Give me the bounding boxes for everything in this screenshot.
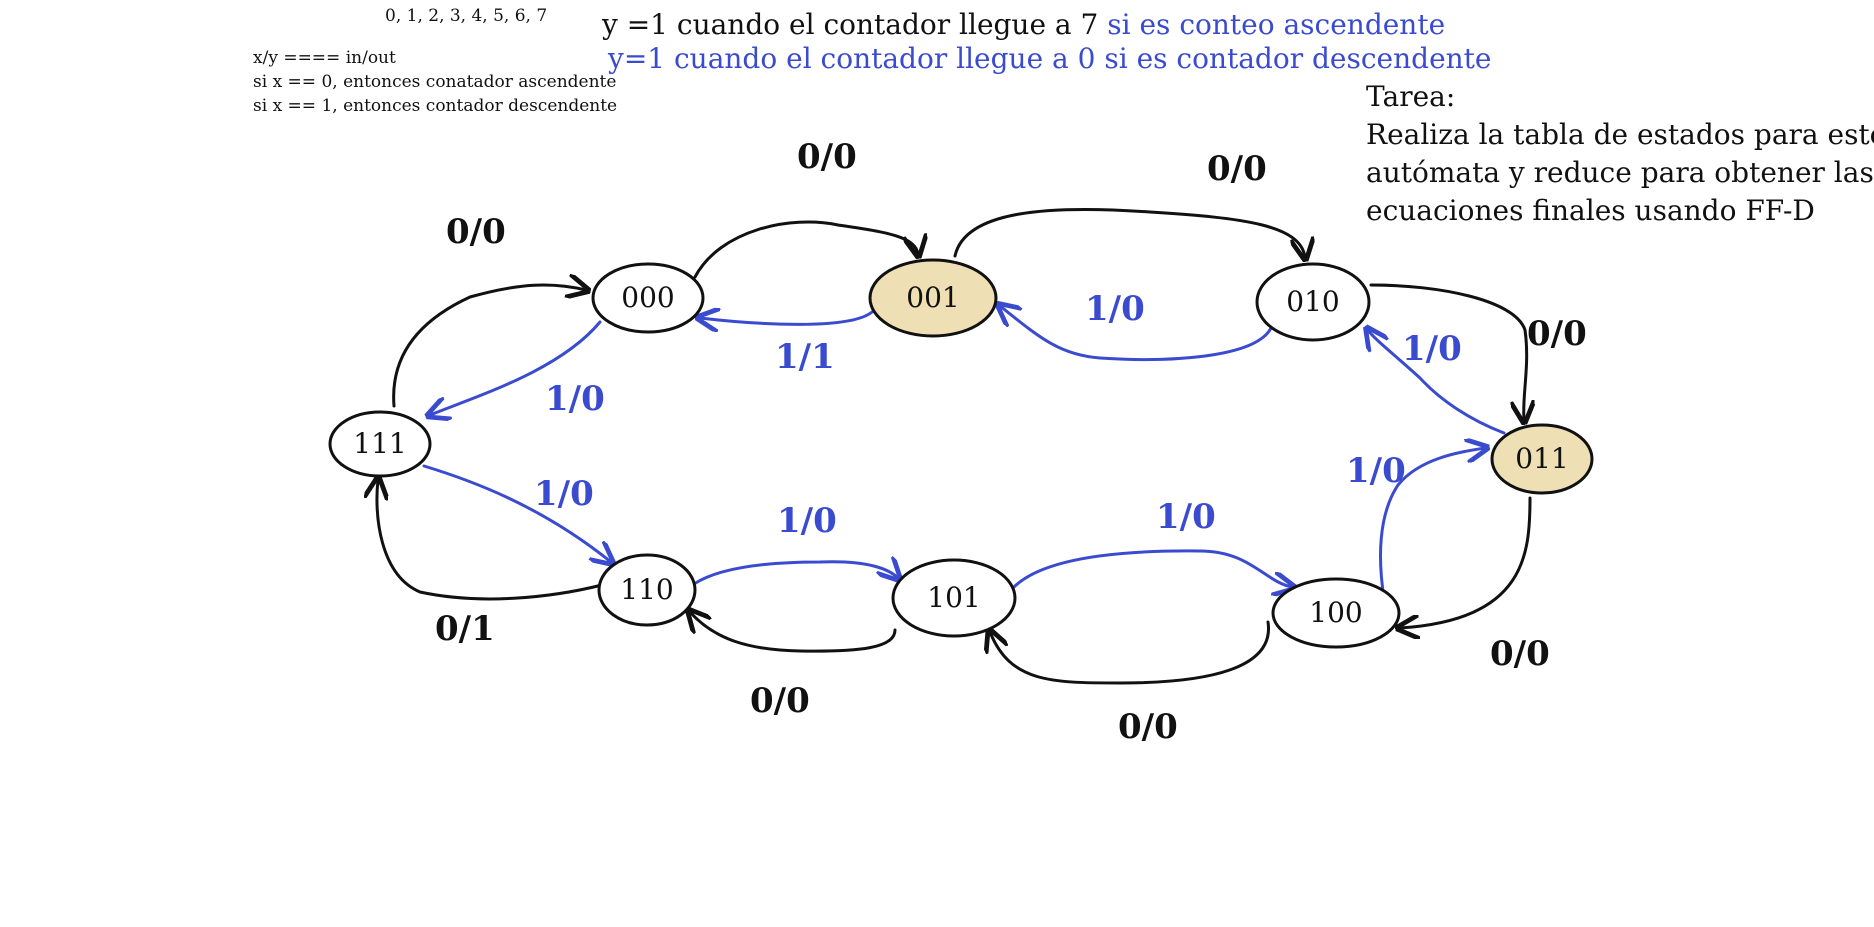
task-block: Tarea: Realiza la tabla de estados para … bbox=[1366, 78, 1874, 230]
label-100-101: 0/0 bbox=[1118, 707, 1178, 747]
label-011-010: 1/0 bbox=[1402, 329, 1462, 369]
task-line1: Realiza la tabla de estados para este bbox=[1366, 118, 1874, 151]
label-101-110: 0/0 bbox=[750, 681, 810, 721]
label-000-111: 1/0 bbox=[545, 379, 605, 419]
headline-line1-blue: si es conteo ascendente bbox=[1107, 8, 1446, 41]
state-111: 111 bbox=[328, 410, 432, 478]
state-000-label: 000 bbox=[621, 281, 674, 314]
state-001-label: 001 bbox=[906, 281, 959, 314]
descending-rule-note: si x == 1, entonces contador descendente bbox=[253, 96, 618, 116]
label-000-001: 0/0 bbox=[797, 137, 857, 177]
state-100: 100 bbox=[1271, 577, 1401, 649]
edge-001-010 bbox=[953, 207, 1305, 257]
label-011-100: 0/0 bbox=[1490, 634, 1550, 674]
label-001-010: 0/0 bbox=[1207, 149, 1267, 189]
headline-line2: y=1 cuando el contador llegue a 0 si es … bbox=[608, 42, 1492, 75]
task-line2: autómata y reduce para obtener las bbox=[1366, 156, 1874, 189]
edge-111-110 bbox=[422, 464, 611, 562]
label-110-111: 0/1 bbox=[435, 609, 495, 649]
state-010-label: 010 bbox=[1286, 285, 1339, 318]
edge-100-011 bbox=[1379, 448, 1485, 600]
label-111-000: 0/0 bbox=[446, 212, 506, 252]
headline-line1: y =1 cuando el contador llegue a 7 si es… bbox=[602, 8, 1445, 41]
edge-101-110 bbox=[690, 612, 897, 653]
edge-110-101 bbox=[692, 562, 898, 586]
label-100-011: 1/0 bbox=[1346, 451, 1406, 491]
state-100-label: 100 bbox=[1309, 596, 1362, 629]
task-line3: ecuaciones finales usando FF-D bbox=[1366, 194, 1815, 227]
edge-011-100 bbox=[1400, 496, 1532, 628]
io-note: x/y ==== in/out bbox=[253, 48, 396, 68]
ascending-rule-note: si x == 0, entonces conatador ascendente bbox=[253, 72, 617, 92]
edge-000-111 bbox=[430, 320, 602, 415]
edge-110-111 bbox=[377, 480, 604, 601]
state-110-label: 110 bbox=[620, 573, 673, 606]
state-010: 010 bbox=[1255, 262, 1371, 342]
state-011-label: 011 bbox=[1515, 442, 1568, 475]
edge-001-000 bbox=[700, 312, 874, 324]
label-010-011: 0/0 bbox=[1527, 314, 1587, 354]
state-001: 001 bbox=[868, 258, 998, 338]
edge-100-101 bbox=[990, 620, 1270, 685]
edge-010-001 bbox=[1000, 306, 1274, 361]
edge-101-100 bbox=[1011, 549, 1292, 588]
state-011: 011 bbox=[1490, 423, 1594, 495]
task-title: Tarea: bbox=[1366, 80, 1456, 113]
label-101-100: 1/0 bbox=[1156, 497, 1216, 537]
edge-010-011 bbox=[1369, 283, 1527, 420]
headline-line1-black: y =1 cuando el contador llegue a 7 bbox=[602, 8, 1099, 41]
edge-111-000 bbox=[392, 285, 586, 408]
state-101-label: 101 bbox=[927, 581, 980, 614]
state-101: 101 bbox=[891, 558, 1017, 638]
edge-011-010 bbox=[1368, 330, 1506, 435]
sequence-note: 0, 1, 2, 3, 4, 5, 6, 7 bbox=[385, 6, 548, 26]
label-010-001: 1/0 bbox=[1085, 289, 1145, 329]
label-001-000: 1/1 bbox=[775, 337, 835, 377]
state-000: 000 bbox=[591, 262, 705, 334]
label-111-110: 1/0 bbox=[534, 474, 594, 514]
state-110: 110 bbox=[597, 553, 697, 627]
label-110-101: 1/0 bbox=[777, 501, 837, 541]
state-111-label: 111 bbox=[353, 427, 406, 460]
edge-000-001 bbox=[693, 220, 918, 279]
